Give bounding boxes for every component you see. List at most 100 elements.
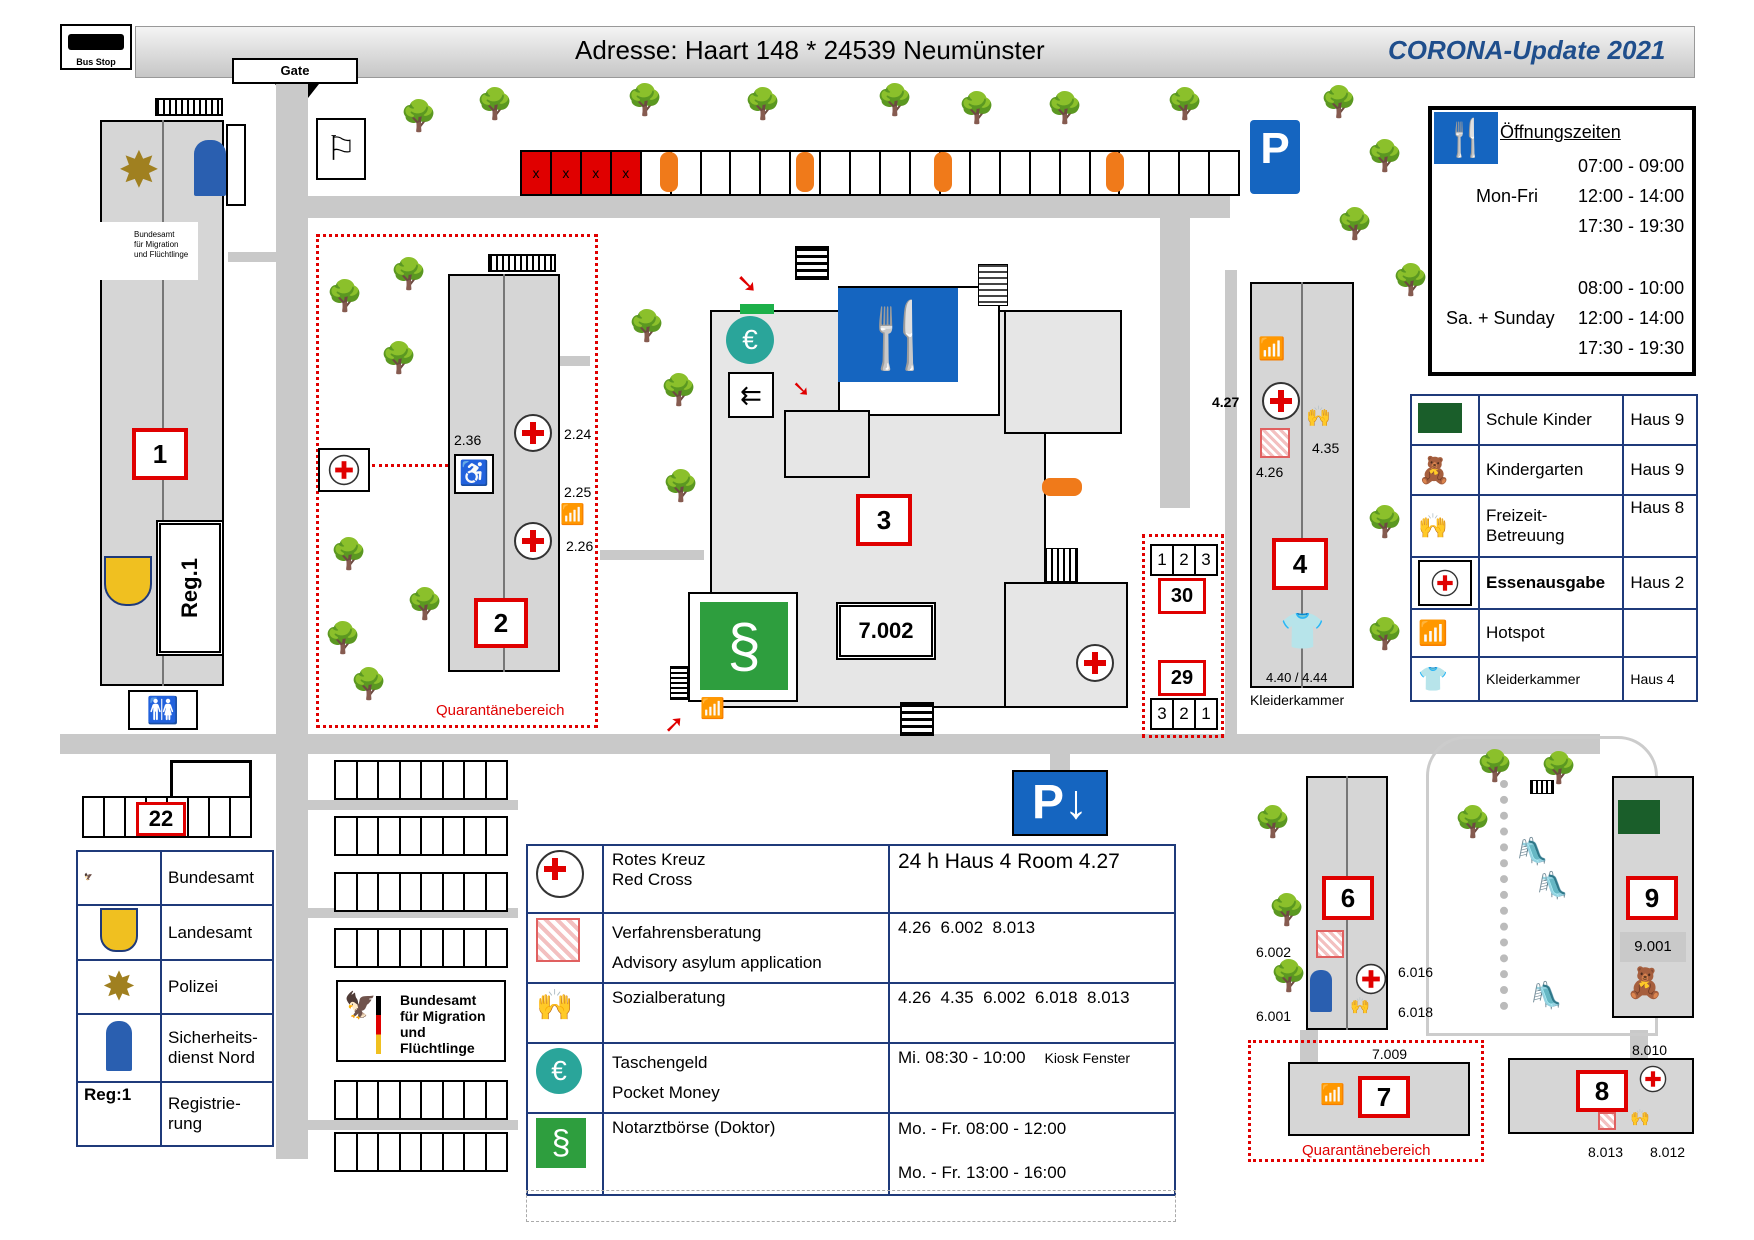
tree-icon: 🌳	[400, 100, 438, 133]
police-star-icon: ✸	[102, 965, 136, 1009]
building-29-number: 29	[1158, 660, 1206, 696]
service-info: Mi. 08:30 - 10:00 Kiosk Fenster	[888, 1042, 1176, 1114]
red-cross-icon	[328, 454, 360, 486]
road-mid-connector	[600, 550, 704, 560]
legend-house: Haus 8	[1622, 494, 1698, 558]
bus-stop-sign: Bus Stop	[60, 24, 132, 70]
room-label: 4.35	[1312, 440, 1340, 456]
opening-hours-box: 🍴 Öffnungszeiten Mon-Fri 07:00 - 09:00 1…	[1428, 106, 1696, 376]
coat-of-arms-icon	[104, 556, 152, 606]
red-cross-icon	[1418, 560, 1472, 606]
road-b6-connector	[1300, 1030, 1318, 1064]
tree-icon: 🌳	[744, 88, 782, 121]
building-4-number: 4	[1272, 538, 1328, 590]
legend-icon-cell: 🧸	[1410, 444, 1480, 496]
room-label: 4.40 / 4.44	[1266, 670, 1328, 685]
header-bar	[135, 26, 1695, 78]
tree-icon: 🌳	[1366, 140, 1404, 173]
red-cross-icon	[1262, 382, 1300, 425]
legend-icon-cell: 🦅	[76, 850, 162, 906]
red-cross-icon	[514, 522, 552, 565]
legend-name: Bundesamt	[160, 850, 274, 906]
red-cross-icon	[536, 850, 584, 898]
road-main-horizontal	[60, 734, 1600, 754]
people-icon: 🙌	[1630, 1110, 1650, 1127]
eagle-icon: 🦅	[344, 990, 377, 1020]
vent-grille	[1530, 780, 1554, 794]
tree-icon: 🌳	[1366, 618, 1404, 651]
coat-of-arms-icon	[100, 908, 138, 952]
parking-row-left	[334, 872, 508, 912]
office-room	[784, 410, 870, 478]
red-cross-icon	[1352, 960, 1390, 1003]
quarantine-zone-2	[316, 234, 598, 728]
legend-name: Schule Kinder	[1477, 394, 1625, 446]
tree-icon: 🌳	[476, 88, 514, 121]
queue-icon: ⇇	[728, 372, 774, 418]
bamf-line: für Migration	[400, 1008, 486, 1024]
tree-icon: 🌳	[1166, 88, 1204, 121]
weekend-time: 17:30 - 19:30	[1578, 338, 1685, 358]
dotted-path	[372, 464, 448, 467]
registration-box: Reg.1	[156, 520, 224, 656]
table-empty-footer	[526, 1190, 1176, 1222]
cutlery-icon: 🍴	[838, 288, 958, 382]
container-cell: 2	[1174, 546, 1196, 574]
car-icon	[660, 152, 678, 192]
legend-name: Freizeit- Betreuung	[1477, 494, 1625, 558]
building-8-number: 8	[1576, 1070, 1628, 1112]
parking-row-left	[334, 1132, 508, 1172]
building-1-number: 1	[132, 428, 188, 480]
room-label: 8.013	[1588, 1144, 1624, 1160]
legend-icon-cell: ✸	[76, 959, 162, 1015]
service-info-text: 4.26 6.002 8.013	[898, 918, 1036, 937]
medical-caduceus-icon: §	[700, 602, 788, 690]
wifi-hotspot-icon: 📶	[700, 698, 725, 720]
legend-name: Essenausgabe	[1477, 556, 1625, 610]
weekend-time: 12:00 - 14:00	[1578, 308, 1685, 328]
wifi-hotspot-icon: 📶	[1320, 1084, 1345, 1106]
tree-icon: 🌳	[662, 470, 700, 503]
tree-icon: 🌳	[330, 538, 368, 571]
legend-icon-cell	[1410, 556, 1480, 610]
room-label: 7.009	[1372, 1046, 1408, 1062]
building-3-wing	[1004, 310, 1122, 434]
maze-icon	[1260, 428, 1290, 458]
building-1-annex	[226, 124, 246, 206]
road-left-branch	[228, 252, 276, 262]
road-lower-left-2	[308, 908, 518, 918]
road-right-vertical	[1160, 218, 1190, 508]
tree-icon: 🌳	[406, 588, 444, 621]
maze-icon	[536, 918, 580, 962]
building-7-number: 7	[1358, 1076, 1410, 1118]
parking-spot-reserved: x	[551, 152, 582, 194]
service-info-text: 24 h Haus 4 Room 4.27	[898, 850, 1120, 873]
legend-name: Kindergarten	[1477, 444, 1625, 496]
opening-hours-title: Öffnungszeiten	[1500, 122, 1621, 142]
service-icon-cell	[526, 912, 604, 984]
quarantine-zone-7	[1248, 1040, 1484, 1162]
security-guard-icon	[194, 140, 226, 196]
legend-name: Registrie- rung	[160, 1081, 274, 1147]
legend-icon-cell: 🙌	[1410, 494, 1480, 558]
legend-house: Haus 9	[1622, 394, 1698, 446]
red-arrow-icon: ➘	[736, 268, 758, 298]
waiting-room-icon: ♿	[454, 454, 494, 494]
container-cell: 3	[1152, 700, 1174, 728]
road-p-connector	[1050, 754, 1070, 774]
quarantine-label: Quarantänebereich	[1302, 1142, 1431, 1159]
room-7002-sign: 7.002	[836, 602, 936, 660]
weekday-label: Mon-Fri	[1476, 186, 1538, 206]
legend-name: Polizei	[160, 959, 274, 1015]
tree-icon: 🌳	[390, 258, 428, 291]
road-gate-vertical	[276, 84, 308, 1159]
tree-icon: 🌳	[1392, 264, 1430, 297]
playground-icon: 🛝	[1530, 980, 1563, 1010]
road-lower-left-3	[308, 1120, 518, 1130]
service-name: Notarztbörse (Doktor)	[602, 1112, 890, 1196]
bamf-line: Bundesamt	[400, 992, 477, 1008]
bus-stop-label: Bus Stop	[76, 57, 116, 67]
euro-icon: €	[726, 316, 774, 364]
medical-icon: §	[688, 592, 798, 702]
bamf-logo-icon: Bundesamt für Migration und Flüchtlinge	[100, 222, 198, 280]
